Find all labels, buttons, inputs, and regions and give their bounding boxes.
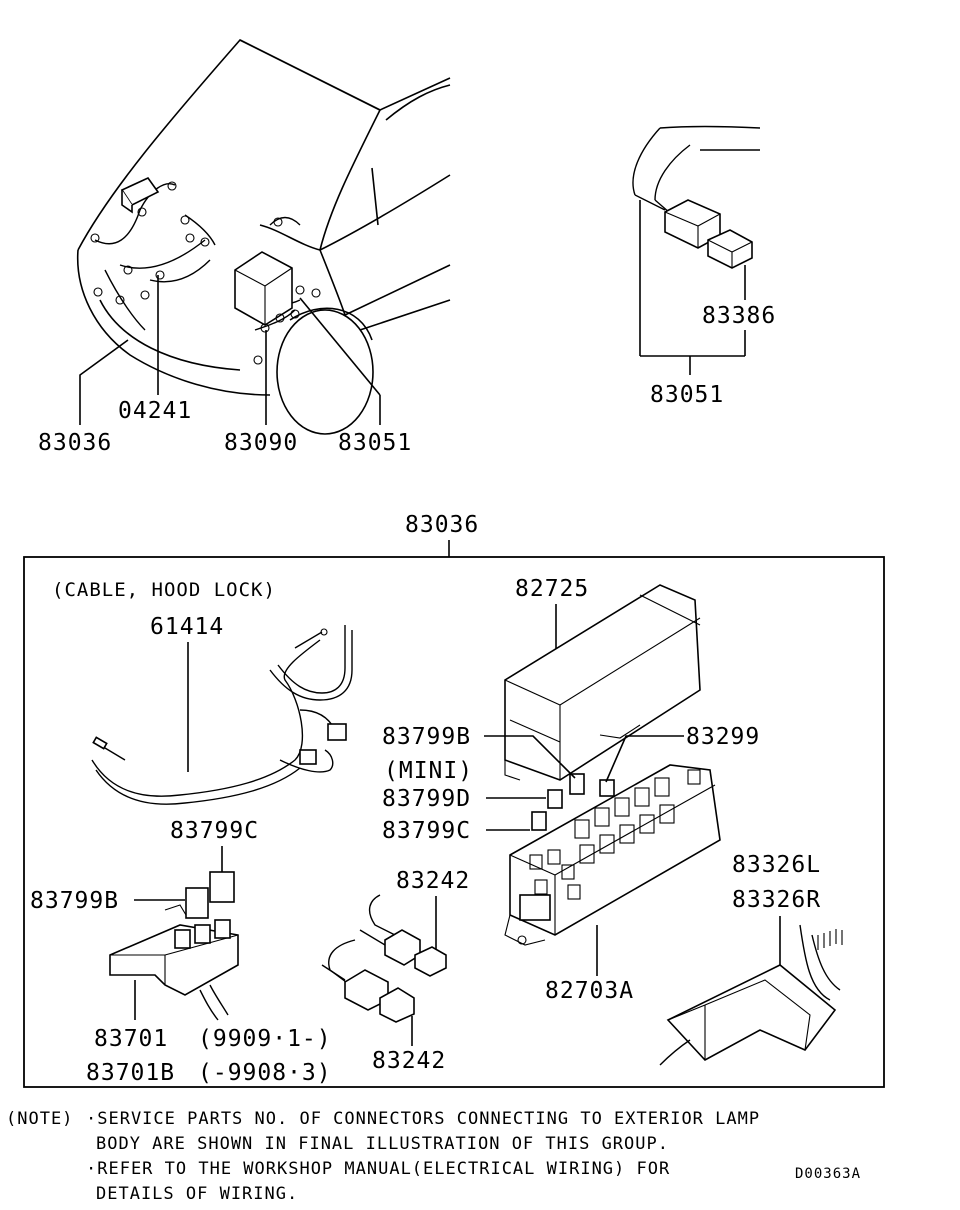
callout-83326R: 83326R [732,887,821,913]
note-prefix: (NOTE) [6,1109,73,1129]
callout-83799B-left: 83799B [30,888,119,914]
callout-83326L: 83326L [732,852,821,878]
fuse-box-body [504,764,721,946]
callout-83051-inset: 83051 [650,382,724,408]
callout-83701: 83701 [94,1026,168,1052]
drawing-code: D00363A [795,1166,861,1182]
assembly-frame [23,556,885,1088]
callout-04241: 04241 [118,398,192,424]
callout-82703A: 82703A [545,978,634,1004]
hood-lock-cable [91,625,353,805]
note-line-1: ·SERVICE PARTS NO. OF CONNECTORS CONNECT… [86,1109,760,1129]
harness-protector [659,924,843,1066]
callout-83799C-right: 83799C [382,818,471,844]
callout-83799D: 83799D [382,786,471,812]
callout-83799C-left: 83799C [170,818,259,844]
callout-61414: 61414 [150,614,224,640]
mini-fuses [531,773,615,831]
relay-bracket [109,871,239,1021]
callout-83242-top: 83242 [396,868,470,894]
callout-83242-bottom: 83242 [372,1048,446,1074]
top-leader-lines [79,275,381,425]
callout-83701-range: (9909·1-) [198,1026,332,1052]
callout-83701B: 83701B [86,1060,175,1086]
callout-83799B-top: 83799B [382,724,471,750]
note-line-3: ·REFER TO THE WORKSHOP MANUAL(ELECTRICAL… [86,1159,670,1179]
callout-83701B-range: (-9908·3) [198,1060,332,1086]
connector-inset-illustration [632,125,761,269]
note-line-2: BODY ARE SHOWN IN FINAL ILLUSTRATION OF … [96,1134,669,1154]
inset-leader-lines [639,200,746,375]
connector-83242-lower [321,939,415,1023]
callout-83036-top: 83036 [38,430,112,456]
cable-hood-lock-caption: (CABLE, HOOD LOCK) [52,579,276,601]
callout-83090: 83090 [224,430,298,456]
callout-83386: 83386 [702,303,776,329]
leader-83799B-top [484,735,576,779]
mini-caption: (MINI) [384,758,473,784]
connector-83242-upper [359,894,447,977]
callout-82725: 82725 [515,576,589,602]
box-title-83036: 83036 [405,512,479,538]
fuse-box-cover [504,584,701,781]
car-front-illustration [76,39,451,435]
callout-83051-top: 83051 [338,430,412,456]
leader-83299 [605,735,684,783]
callout-83299: 83299 [686,724,760,750]
note-line-4: DETAILS OF WIRING. [96,1184,298,1204]
